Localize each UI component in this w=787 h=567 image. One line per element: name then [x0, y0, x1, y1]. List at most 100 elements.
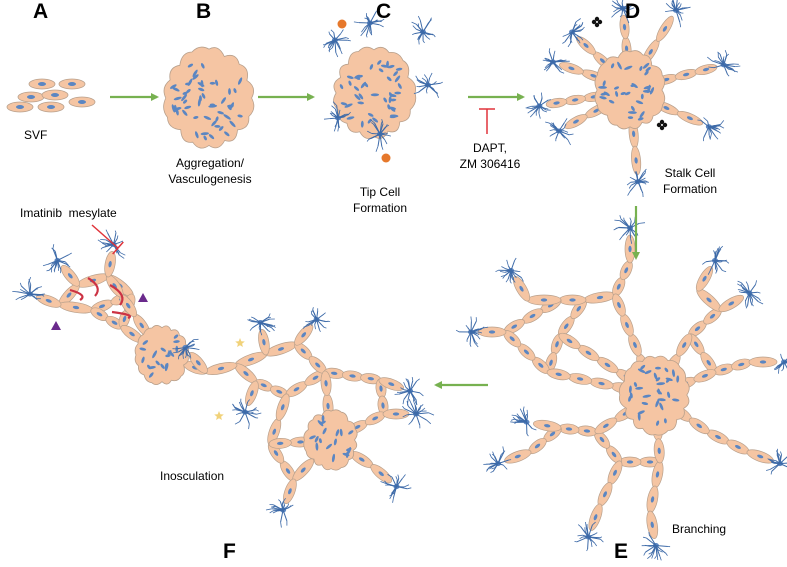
vessel-e-sprout-nucleus: [593, 514, 598, 521]
svf-cell-nucleus: [68, 82, 76, 86]
stalk-sprout-d-tip-filopodium-branch: [626, 181, 631, 186]
tip-cell-e-filopodium-branch: [665, 553, 668, 556]
tip-cell-e-filopodium-branch: [745, 281, 749, 285]
vessel-f-nucleus: [277, 347, 285, 351]
tip-cell-c-filopodium-branch: [415, 75, 419, 81]
stalk-sprout-d-tip-filopodium-branch: [533, 95, 536, 99]
tip-cell-f-filopodium: [240, 405, 246, 413]
tip-cell-c-filopodium-branch: [338, 109, 341, 114]
vessel-e: [526, 294, 562, 306]
tip-cell-e-filopodium-branch: [491, 453, 496, 457]
vessel-e-nucleus: [720, 367, 727, 372]
tip-cell-c-filopodium-branch: [345, 37, 349, 40]
tip-cell-c-filopodium: [377, 133, 381, 147]
tip-cell-f-filopodium: [244, 411, 250, 424]
tip-cell-f-filopodium-branch: [392, 497, 394, 503]
tip-cell-f-filopodium-branch: [402, 399, 405, 405]
stalk-sprout-d-tip-filopodium: [670, 9, 677, 12]
vessel-e-nucleus: [509, 336, 515, 342]
svf-cell: [41, 89, 69, 101]
aggregate-e-nucleus: [663, 418, 667, 424]
tip-cell-e-filopodium-branch: [725, 260, 730, 264]
aggregate-e-nucleus: [637, 410, 645, 415]
stalk-sprout-d-tip-filopodium-branch: [635, 171, 638, 175]
tip-cell-f-filopodium: [57, 260, 67, 265]
tip-cell-e-filopodium: [709, 260, 716, 272]
stalk-marker-lobe: [597, 19, 603, 25]
tip-cell-f-filopodium-branch: [35, 288, 39, 290]
tip-cell-c-filopodium-branch: [384, 139, 388, 145]
tip-cell-f: [380, 474, 412, 503]
stalk-sprout-d-tip-filopodium: [719, 53, 725, 66]
aggregate-e-nucleus: [642, 394, 652, 398]
tip-cell-f-filopodium: [252, 322, 261, 329]
svf-cell: [68, 96, 96, 108]
vessel-e-hub-nucleus: [696, 423, 702, 429]
tip-cell-c-filopodium: [369, 20, 375, 24]
tip-cell-f-filopodium: [260, 322, 273, 327]
tip-cell-e-filopodium-branch: [455, 329, 460, 333]
tip-cell-c-filopodium: [379, 126, 386, 135]
vessel-e-sprout: [646, 510, 659, 539]
tip-cell-c-filopodium-branch: [366, 139, 370, 142]
tip-cell-f-filopodium: [184, 347, 188, 354]
tip-cell-f-filopodium: [282, 509, 288, 522]
vessel-e-nucleus: [534, 443, 541, 449]
vessel-f-sprout-nucleus: [388, 382, 395, 386]
stalk-sprout-d-nucleus: [648, 49, 653, 55]
tip-cell-c-filopodium: [418, 84, 429, 88]
tip-cell-c-filopodium: [337, 114, 349, 119]
tip-cell-e-filopodium-branch: [614, 219, 620, 222]
tip-cell-e-filopodium-branch: [656, 554, 659, 560]
stalk-sprout-d-tip-filopodium-branch: [549, 129, 555, 131]
vessel-f-sprout-nucleus: [45, 299, 52, 303]
tip-cell-f-filopodium-branch: [251, 316, 254, 319]
tip-cell-f-filopodium-branch: [100, 247, 103, 250]
aggregate-c-nucleus: [358, 93, 364, 100]
tip-cell-e-filopodium-branch: [654, 555, 658, 559]
tip-cell-f-filopodium-branch: [105, 229, 108, 234]
panel-letter-e: E: [614, 540, 629, 563]
stalk-sprout-d-tip-filopodium: [571, 25, 582, 33]
vessel-f-nucleus: [285, 468, 291, 474]
aggregate-c-nucleus: [370, 93, 380, 97]
caption-svf: SVF: [24, 128, 48, 142]
tip-cell-e-filopodium: [489, 463, 499, 468]
stalk-sprout-d-tip-filopodium: [708, 126, 712, 134]
tip-cell-c-filopodium: [329, 33, 336, 41]
aggregate-b-nucleus: [215, 116, 219, 122]
tip-cell-e-filopodium-branch: [480, 326, 485, 330]
aggregate-e-nucleus: [635, 386, 644, 390]
tip-cell-f-filopodium: [20, 285, 31, 295]
pericyte: [69, 288, 84, 301]
aggregate-f2-nucleus: [317, 420, 324, 427]
tip-cell-e-filopodium-branch: [629, 217, 632, 222]
aggregate-e-nucleus: [665, 377, 673, 381]
tip-cell-e-filopodium-branch: [774, 367, 777, 370]
tip-cell-f-filopodium-branch: [271, 506, 277, 509]
aggregate-c-nucleus: [369, 64, 374, 70]
vessel-f-nucleus: [96, 312, 103, 317]
tip-cell-c-filopodium-branch: [411, 21, 417, 25]
stalk-sprout-d-tip-filopodium-branch: [679, 22, 682, 28]
aggregate-c-nucleus: [389, 115, 397, 119]
tip-cell-e-filopodium: [629, 222, 640, 229]
tip-cell-c-filopodium: [418, 31, 424, 41]
tip-cell-e-filopodium: [648, 534, 657, 546]
aggregate-e-nucleus: [644, 370, 652, 375]
aggregate-d-nucleus: [608, 99, 615, 104]
vessel-e-nucleus: [596, 295, 604, 300]
tip-cell-e-filopodium-branch: [639, 222, 646, 224]
stalk-sprout-d-tip-filopodium-branch: [543, 110, 548, 113]
tip-cell-e-filopodium-branch: [630, 238, 633, 244]
vessel-e: [593, 430, 623, 464]
tip-cell-c-filopodium: [333, 32, 336, 41]
tip-cell-f-filopodium: [29, 289, 37, 295]
tip-cell-e-filopodium: [749, 284, 757, 294]
aggregate-f2-nucleus: [333, 438, 337, 446]
tip-cell-e-filopodium-branch: [489, 466, 493, 470]
stalk-sprout-d-tip-filopodium: [571, 25, 576, 33]
tip-cell-f-filopodium-branch: [256, 412, 262, 415]
stalk-sprout-d-tip-filopodium: [711, 60, 724, 66]
vessel-e-nucleus: [569, 298, 576, 302]
